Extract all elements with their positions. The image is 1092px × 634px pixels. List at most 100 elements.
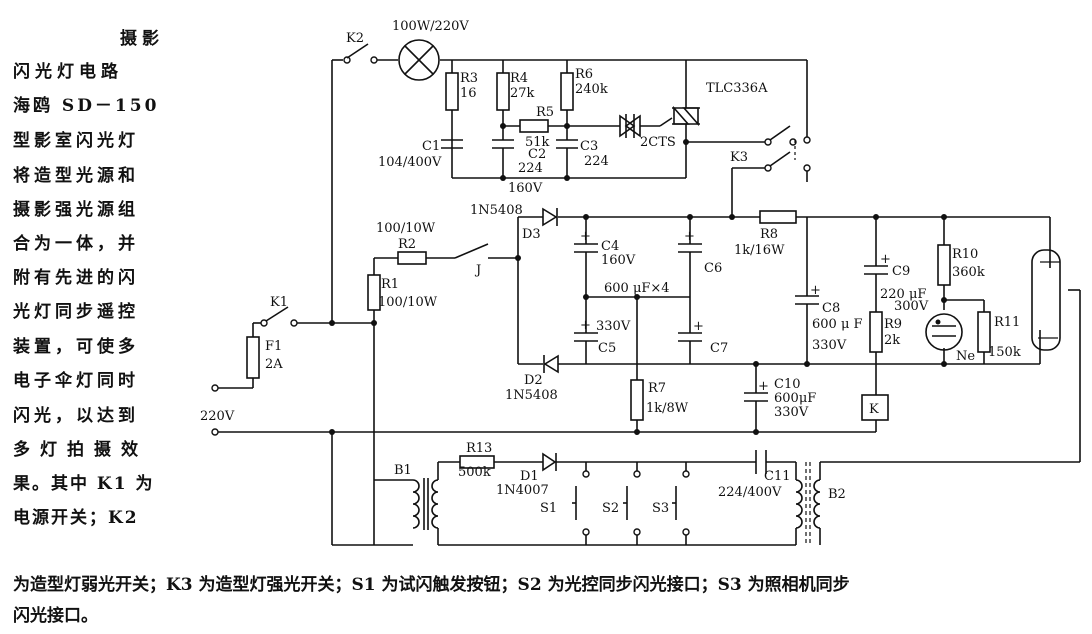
plus-sign: + [684,229,695,244]
d1-diode [542,452,557,472]
r7-resistor [630,379,644,421]
label-c2-value: 224 [518,161,543,176]
r10-resistor [937,244,951,286]
c11-capacitor [755,450,767,474]
c9-capacitor [864,265,888,278]
plus-sign: + [580,229,591,244]
label-r9-value: 2k [884,333,900,348]
label-c5-value: 330V [596,319,631,334]
sidebar-title: 摄影 [120,29,164,49]
label-c1: C1 [422,139,440,154]
label-c10-value2: 330V [774,405,809,420]
r1-resistor [367,274,381,311]
label-r7-value: 1k/8W [646,401,689,416]
s1-button [572,470,590,536]
sidebar-line: 闪光，以达到 [13,406,139,426]
label-d3-part: 1N5408 [470,203,523,218]
label-c1-value: 104/400V [378,155,442,170]
c5-capacitor [574,332,598,347]
label-c8-value2: 330V [812,338,847,353]
label-160v: 160V [508,181,543,196]
r13-resistor [459,455,495,469]
label-c2: C2 [528,147,546,162]
label-r6-value: 240k [575,82,608,97]
label-k2: K2 [346,31,364,46]
label-r11: R11 [994,315,1020,330]
caption-line: 为造型灯弱光开关；K3 为造型灯强光开关；S1 为试闪触发按钮；S2 为光控同步… [13,575,850,595]
label-r6: R6 [575,67,593,82]
c8-capacitor [795,295,819,308]
r3-resistor [445,72,459,111]
input-wiring [218,322,332,389]
sidebar-line: 果。其中 K1 为 [13,474,155,494]
label-r3-value: 16 [460,86,477,101]
label-c8: C8 [822,301,840,316]
label-d3: D3 [522,227,541,242]
label-c10-value1: 600μF [774,391,816,406]
triac-tlc336a [659,105,700,142]
label-220v: 220V [200,409,235,424]
sidebar-line: 装置，可使多 [13,337,139,357]
d2-diode [543,354,559,374]
label-r1: R1 [381,277,399,292]
input-terminal [211,428,219,436]
label-r8: R8 [760,227,778,242]
label-r8-value: 1k/16W [734,243,785,258]
sidebar-line: 电源开关；K2 [13,508,139,528]
sidebar-line: 将造型光源和 [13,166,139,186]
lamp-icon [398,39,440,81]
label-c4-value: 160V [601,253,636,268]
label-r4-value: 27k [510,86,535,101]
label-r2: R2 [398,237,416,252]
label-d2: D2 [524,373,543,388]
sidebar-line: 型影室闪光灯 [13,131,139,151]
s2-button [623,470,641,536]
label-f1: F1 [265,339,282,354]
r6-resistor [560,72,574,111]
label-s3: S3 [652,501,669,516]
label-r5: R5 [536,105,554,120]
sidebar-line: 电子伞灯同时 [13,371,139,391]
label-k1: K1 [270,295,288,310]
c2-capacitor [492,139,514,160]
b2-transformer [795,462,821,545]
r9-resistor [869,311,883,353]
label-d1: D1 [520,469,539,484]
label-lamp: 100W/220V [392,19,469,34]
plus-sign: + [810,283,821,298]
label-d2-part: 1N5408 [505,388,558,403]
r5-resistor [519,119,549,133]
d3-diode [542,207,558,227]
plus-sign: + [693,319,704,334]
label-c3: C3 [580,139,598,154]
label-c5: C5 [598,341,616,356]
label-b2: B2 [828,487,846,502]
label-k3: K3 [730,150,748,165]
f1-fuse [246,336,260,379]
c3-capacitor [556,139,578,160]
sidebar-line: 光灯同步遥控 [13,302,139,322]
input-terminal [211,384,219,392]
label-s1: S1 [540,501,557,516]
plus-sign: + [880,252,891,267]
c4-capacitor [574,243,598,258]
label-c9-value2: 300V [894,299,929,314]
k3-switch-upper [764,125,811,146]
label-c11: C11 [764,469,791,484]
bottom-wiring [331,432,797,546]
label-c7: C7 [710,341,728,356]
label-c10: C10 [774,377,801,392]
label-s2: S2 [602,501,619,516]
label-r13-value: 500k [458,465,491,480]
label-c11-value: 224/400V [718,485,782,500]
label-c4: C4 [601,239,619,254]
label-b1: B1 [394,463,412,478]
junction-dots [329,123,947,435]
r2-resistor [397,251,427,265]
label-r11-value: 150k [988,345,1021,360]
plus-sign: + [758,379,769,394]
label-r5-value: 51k [525,135,550,150]
c7-capacitor [678,332,702,347]
